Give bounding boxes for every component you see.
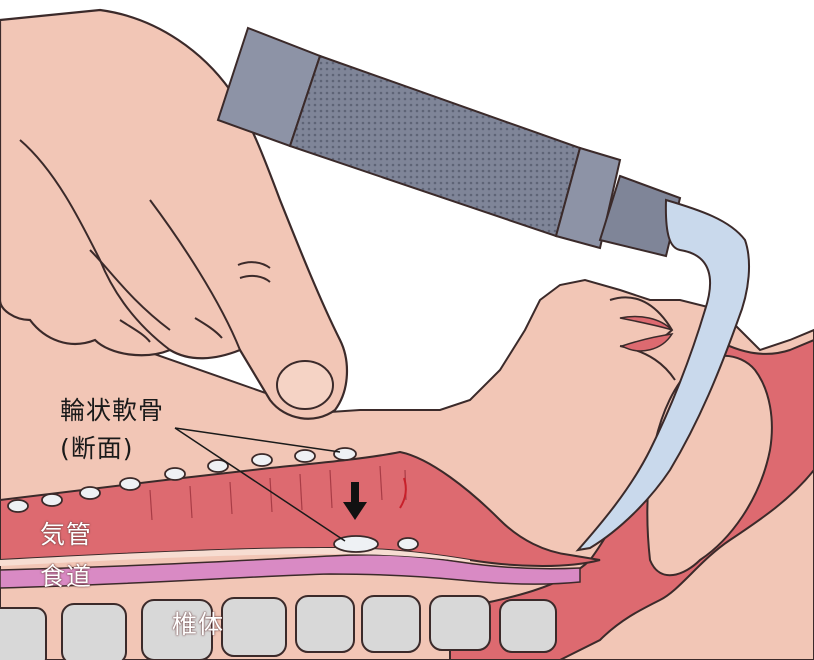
esophagus-label: 食道	[40, 564, 92, 589]
cricoid-cartilage-label: 輪状軟骨	[60, 398, 164, 423]
vertebrae	[0, 596, 556, 660]
vertebral-body-label: 椎体	[172, 612, 224, 637]
laryngoscope-handle-grip	[290, 56, 580, 236]
fingernail	[277, 361, 333, 409]
trachea-label: 気管	[40, 522, 92, 547]
cross-section-label: (断面)	[60, 436, 134, 461]
